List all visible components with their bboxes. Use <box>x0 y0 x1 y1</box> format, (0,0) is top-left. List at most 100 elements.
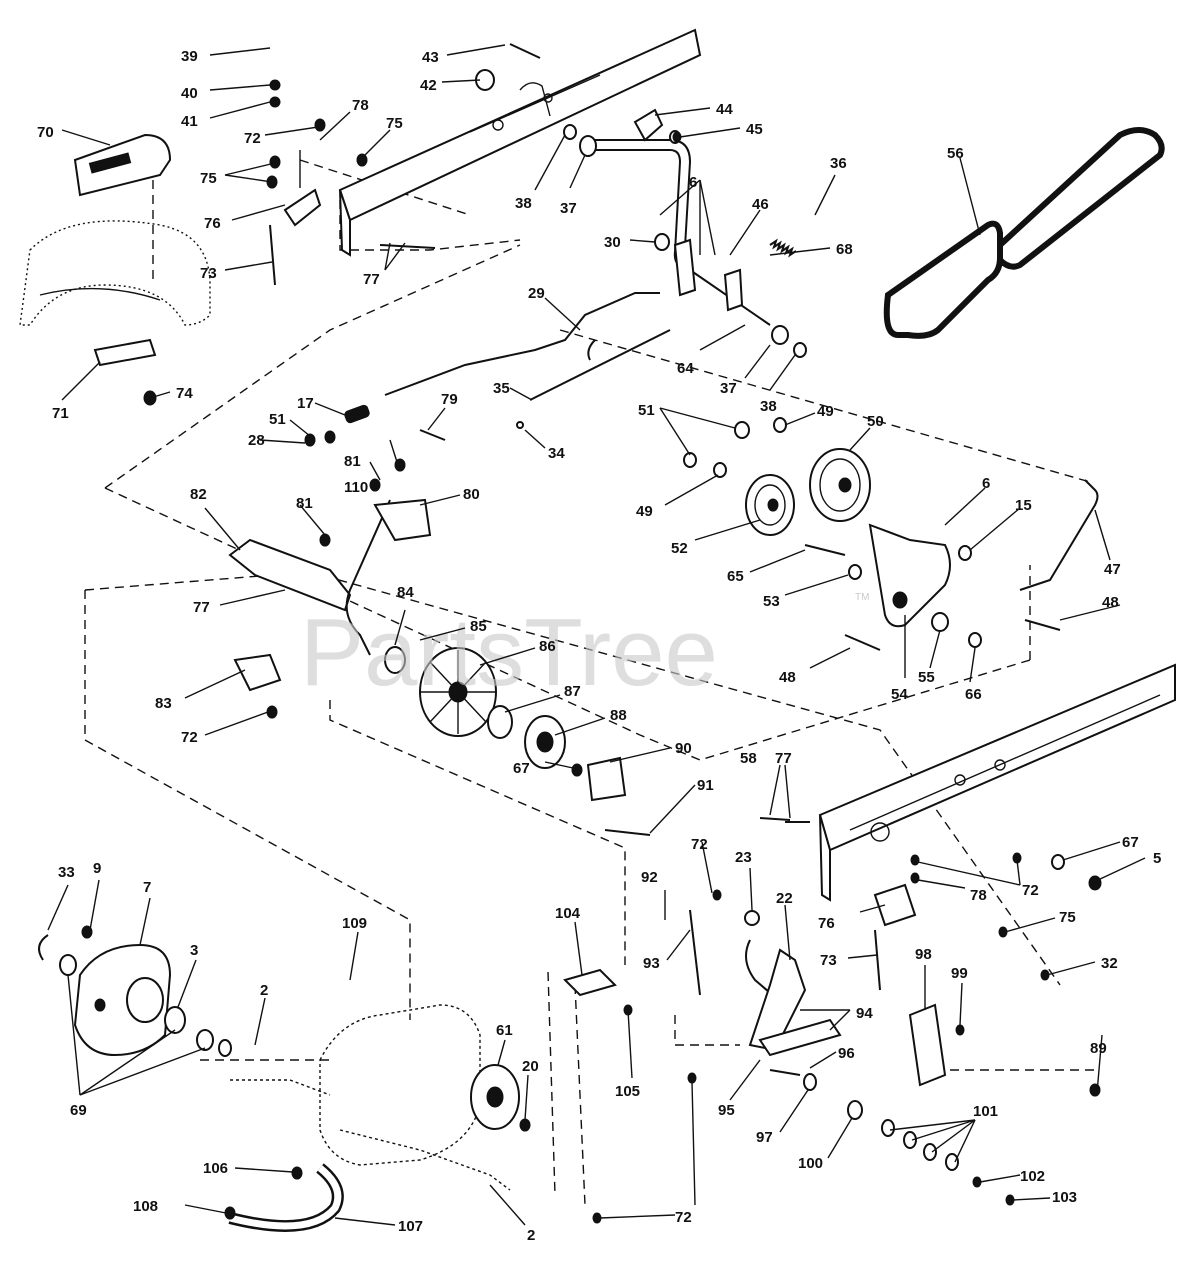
callout-7: 7 <box>143 879 151 896</box>
callout-71: 71 <box>52 405 69 422</box>
spring <box>769 238 797 258</box>
callout-52: 52 <box>671 540 688 557</box>
callout-99: 99 <box>951 965 968 982</box>
callout-67: 67 <box>513 760 530 777</box>
callout-82: 82 <box>190 486 207 503</box>
assembly-boundary-lines <box>84 150 1100 1206</box>
callout-2: 2 <box>260 982 268 999</box>
pulley-guard <box>586 756 627 802</box>
upper-left-bracket <box>283 150 322 227</box>
callout-89: 89 <box>1090 1040 1107 1057</box>
callout-56: 56 <box>947 145 964 162</box>
callout-91: 91 <box>697 777 714 794</box>
callout-73: 73 <box>200 265 217 282</box>
lever-washers <box>803 854 1102 1171</box>
idler-arm <box>868 523 951 628</box>
callout-104: 104 <box>555 905 581 922</box>
callout-76: 76 <box>818 915 835 932</box>
callout-28: 28 <box>248 432 265 449</box>
callout-77: 77 <box>775 750 792 767</box>
callout-45: 45 <box>746 121 763 138</box>
washers <box>563 124 982 648</box>
callout-51: 51 <box>269 411 286 428</box>
callout-77: 77 <box>193 599 210 616</box>
tension-spring <box>344 404 370 424</box>
callout-102: 102 <box>1020 1168 1045 1185</box>
callout-75: 75 <box>1059 909 1076 926</box>
callout-38: 38 <box>515 195 532 212</box>
callout-69: 69 <box>70 1102 87 1119</box>
callout-75: 75 <box>386 115 403 132</box>
svg-text:TM: TM <box>855 592 869 603</box>
callout-93: 93 <box>643 955 660 972</box>
callout-98: 98 <box>915 946 932 963</box>
callout-107: 107 <box>398 1218 423 1235</box>
callout-85: 85 <box>470 618 487 635</box>
callout-54: 54 <box>891 686 908 703</box>
callout-72: 72 <box>691 836 708 853</box>
callout-46: 46 <box>752 196 769 213</box>
callout-83: 83 <box>155 695 172 712</box>
callout-87: 87 <box>564 683 581 700</box>
callout-35: 35 <box>493 380 510 397</box>
callout-80: 80 <box>463 486 480 503</box>
callout-38: 38 <box>760 398 777 415</box>
vent-hose <box>228 1163 344 1232</box>
callout-9: 9 <box>93 860 101 877</box>
upper-frame-rail <box>338 28 702 257</box>
shift-bracket-lower <box>563 968 617 997</box>
pulley-hub <box>487 705 513 739</box>
callout-72: 72 <box>675 1209 692 1226</box>
callout-22: 22 <box>776 890 793 907</box>
callout-51: 51 <box>638 402 655 419</box>
callout-34: 34 <box>548 445 565 462</box>
callout-64: 64 <box>677 360 694 377</box>
pivot-plate <box>633 108 664 142</box>
seat-pan-plate <box>73 133 172 197</box>
callout-103: 103 <box>1052 1189 1077 1206</box>
callout-74: 74 <box>176 385 193 402</box>
callout-50: 50 <box>867 413 884 430</box>
transaxle-pulley <box>470 1064 520 1130</box>
callout-23: 23 <box>735 849 752 866</box>
callout-78: 78 <box>970 887 987 904</box>
callout-72: 72 <box>181 729 198 746</box>
callout-106: 106 <box>203 1160 228 1177</box>
callout-70: 70 <box>37 124 54 141</box>
rear-fender <box>19 220 211 326</box>
retaining-ring <box>38 934 49 961</box>
callout-65: 65 <box>727 568 744 585</box>
control-rod <box>384 292 660 396</box>
callout-49: 49 <box>817 403 834 420</box>
callout-33: 33 <box>58 864 75 881</box>
callout-2: 2 <box>527 1227 535 1244</box>
callout-76: 76 <box>204 215 221 232</box>
callout-15: 15 <box>1015 497 1032 514</box>
lower-frame-rail <box>818 663 1176 902</box>
callout-77: 77 <box>363 271 380 288</box>
link-rod <box>516 329 671 429</box>
callout-72: 72 <box>244 130 261 147</box>
callout-36: 36 <box>830 155 847 172</box>
callout-53: 53 <box>763 593 780 610</box>
callout-29: 29 <box>528 285 545 302</box>
pedal-bracket <box>228 538 352 612</box>
input-pulley <box>524 715 566 769</box>
callout-108: 108 <box>133 1198 158 1215</box>
callout-73: 73 <box>820 952 837 969</box>
callout-100: 100 <box>798 1155 823 1172</box>
callout-5: 5 <box>1153 850 1161 867</box>
callout-105: 105 <box>615 1083 640 1100</box>
callout-49: 49 <box>636 503 653 520</box>
callout-110: 110 <box>344 479 368 496</box>
callout-86: 86 <box>539 638 556 655</box>
callout-55: 55 <box>918 669 935 686</box>
long-rod <box>1019 479 1099 591</box>
idler-pulley-large <box>809 448 871 522</box>
callout-6: 6 <box>982 475 990 492</box>
callout-90: 90 <box>675 740 692 757</box>
callout-68: 68 <box>836 241 853 258</box>
callout-30: 30 <box>604 234 621 251</box>
wheel-hub <box>73 943 172 1057</box>
callout-37: 37 <box>560 200 577 217</box>
